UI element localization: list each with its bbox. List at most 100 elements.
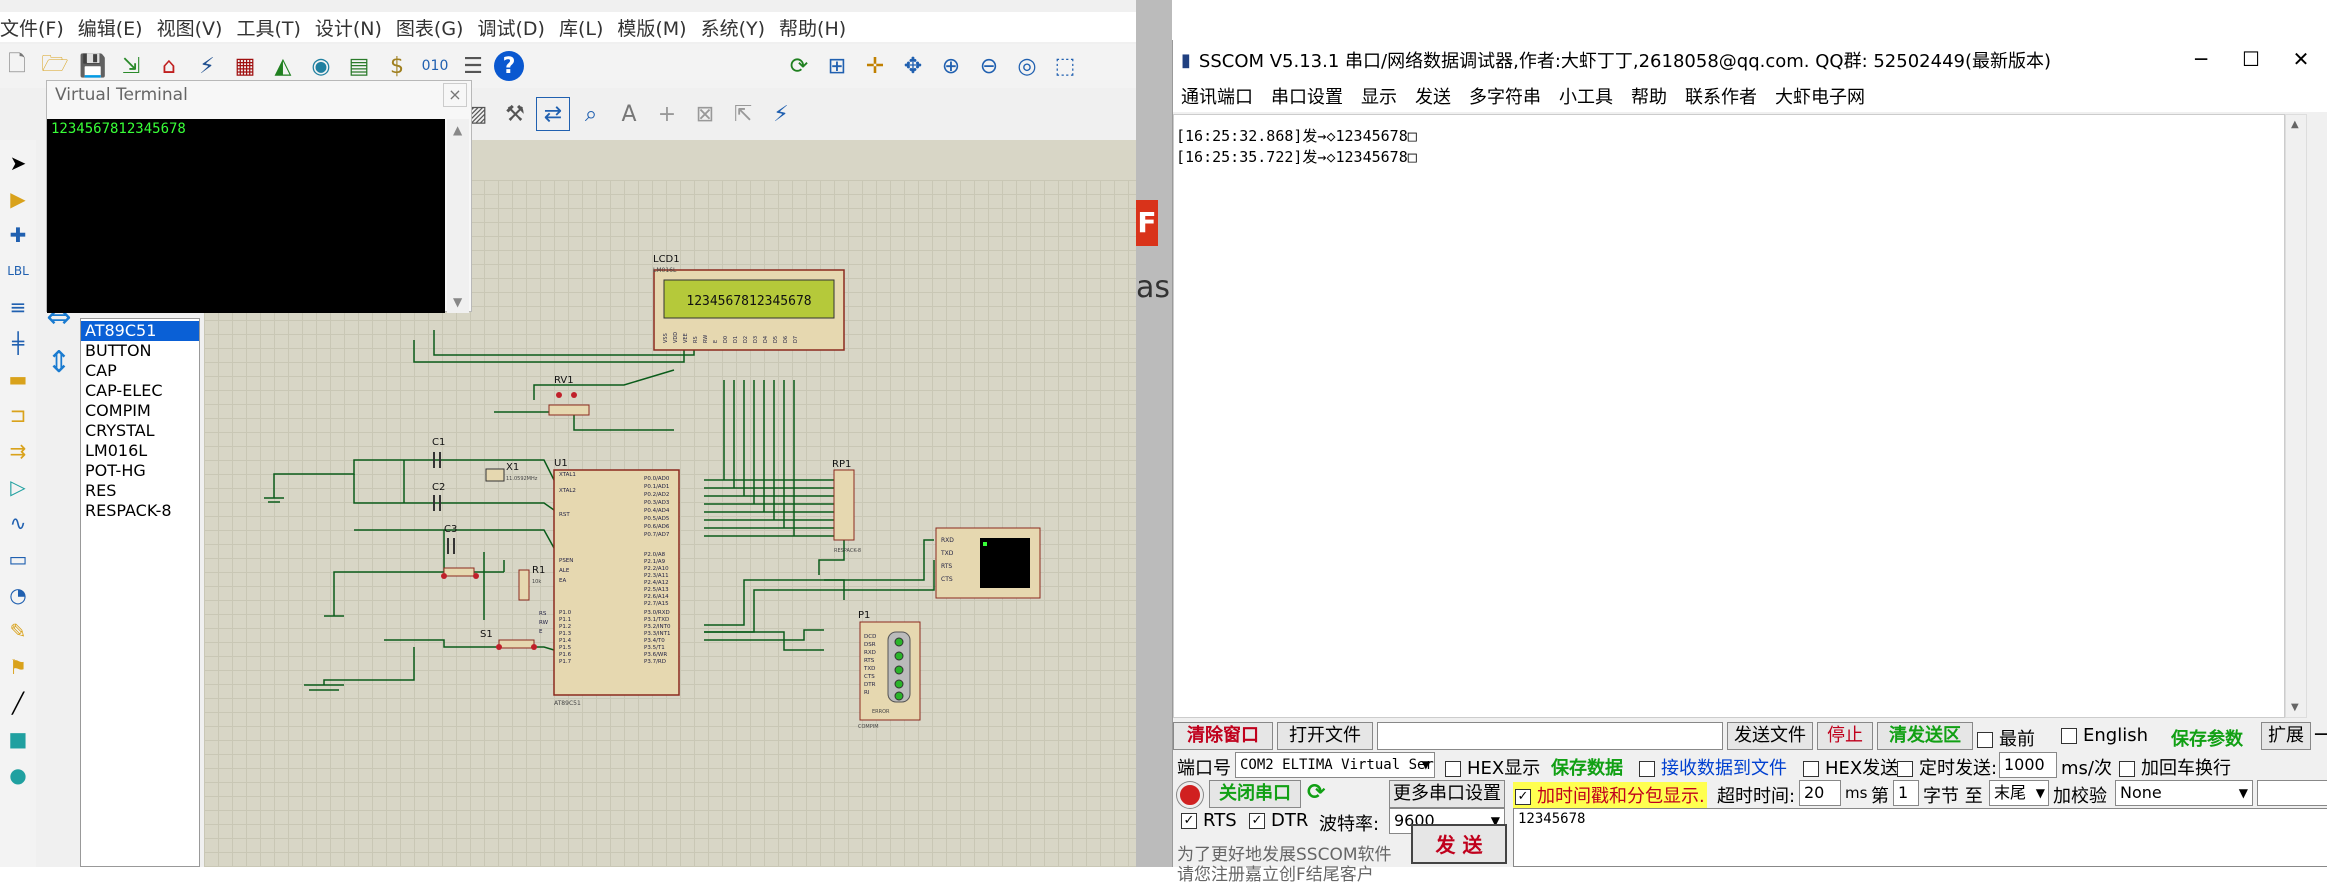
receive-area[interactable]: [16:25:32.868]发→◇12345678□ [16:25:35.722… <box>1173 114 2285 718</box>
recv-to-file-checkbox[interactable]: 接收数据到文件 <box>1639 754 1787 780</box>
new-sheet-icon[interactable]: + <box>657 101 677 127</box>
pcb-icon[interactable]: ▦ <box>234 53 256 79</box>
label-mode-icon[interactable]: LBL <box>7 264 29 278</box>
s1-button[interactable]: S1 <box>480 629 537 650</box>
stop-button[interactable]: 停止 <box>1817 722 1873 750</box>
terminal-icon[interactable]: ⊐ <box>9 403 27 427</box>
english-checkbox[interactable]: English <box>2061 725 2148 746</box>
scroll-down-icon[interactable]: ▼ <box>2291 702 2299 713</box>
schematic-icon[interactable]: ⚡ <box>199 53 215 79</box>
scroll-down-icon[interactable]: ▼ <box>453 295 463 309</box>
menu-edit[interactable]: 编辑(E) <box>77 17 143 40</box>
device-item[interactable]: CRYSTAL <box>85 421 155 440</box>
tape-recorder-icon[interactable]: ∿ <box>9 511 27 535</box>
clear-window-button[interactable]: 清除窗口 <box>1173 722 1273 750</box>
crystal-circuit[interactable]: C1 C2 X1 11.0592MHz C3 <box>432 437 538 554</box>
open-folder-icon[interactable]: 🗁 <box>41 52 69 77</box>
r1-resistor[interactable]: R1 10k <box>518 565 545 601</box>
junction-icon[interactable]: ✚ <box>9 223 27 247</box>
select-mode-icon[interactable]: ➤ <box>9 151 27 175</box>
menu-tools[interactable]: 工具(T) <box>236 17 301 40</box>
device-item[interactable]: BUTTON <box>85 341 152 360</box>
scroll-up-icon[interactable]: ▲ <box>453 123 463 137</box>
menu-website[interactable]: 大虾电子网 <box>1775 87 1865 108</box>
text-script-icon[interactable]: ≡ <box>9 295 27 319</box>
receive-scrollbar[interactable]: ▲ ▼ <box>2285 114 2307 718</box>
zoom-in-icon[interactable]: ⊕ <box>941 53 961 79</box>
timeout-input[interactable]: 20 <box>1799 780 1841 806</box>
cost-icon[interactable]: $ <box>390 53 404 79</box>
port-select[interactable]: COM2 ELTIMA Virtual Serial▼ <box>1235 752 1435 778</box>
zoom-out-icon[interactable]: ⊖ <box>979 53 999 79</box>
home-icon[interactable]: ⌂ <box>162 53 176 79</box>
source-code-icon[interactable]: 010 <box>421 58 449 74</box>
refresh-icon[interactable]: ⟳ <box>789 53 809 79</box>
scroll-up-icon[interactable]: ▲ <box>2291 119 2299 130</box>
pan-icon[interactable]: ✥ <box>903 53 923 79</box>
refresh-icon[interactable]: ⟳ <box>1307 780 1326 805</box>
device-item[interactable]: RESPACK-8 <box>85 501 172 520</box>
device-item[interactable]: LM016L <box>85 441 148 460</box>
bom-icon[interactable]: ▤ <box>348 53 370 79</box>
page-input[interactable]: 1 <box>1893 780 1919 806</box>
more-settings-button[interactable]: 更多串口设置 <box>1389 780 1505 808</box>
collapse-icon[interactable]: ─ <box>2315 722 2327 746</box>
timestamp-checkbox[interactable]: ✓加时间戳和分包显示. <box>1513 782 1707 808</box>
menu-graph[interactable]: 图表(G) <box>395 17 464 40</box>
rp1-resistor-pack[interactable]: RP1 RESPACK-8 <box>832 459 861 554</box>
instrument-icon[interactable]: ⚑ <box>9 655 27 679</box>
notes-icon[interactable]: ☰ <box>463 53 483 79</box>
extra-input[interactable] <box>2257 780 2327 806</box>
close-icon[interactable]: ✕ <box>2292 47 2310 71</box>
menu-help[interactable]: 帮助(H) <box>779 17 847 40</box>
reset-button[interactable] <box>441 567 479 579</box>
import-icon[interactable]: ⇲ <box>121 53 141 79</box>
expand-button[interactable]: 扩展 <box>2261 722 2311 750</box>
box-icon[interactable]: ■ <box>8 727 28 751</box>
device-pin-icon[interactable]: ⇉ <box>9 439 27 463</box>
zoom-all-icon[interactable]: ◎ <box>1017 53 1037 79</box>
rts-checkbox[interactable]: ✓RTS <box>1181 810 1237 831</box>
search-parts-icon[interactable]: ⌕ <box>584 101 598 127</box>
maximize-icon[interactable]: ☐ <box>2242 47 2260 71</box>
virtual-terminal-window[interactable]: Virtual Terminal × 1234567812345678 ▲ ▼ <box>46 80 472 313</box>
tail-select[interactable]: 末尾▼ <box>1989 780 2049 806</box>
goto-sheet-icon[interactable]: ⇱ <box>733 101 753 127</box>
wire-autoroute-icon[interactable]: ⇄ <box>536 97 570 131</box>
netlist-icon[interactable]: ⚡ <box>773 101 789 127</box>
checksum-select[interactable]: None▼ <box>2115 780 2253 806</box>
menu-file[interactable]: 文件(F) <box>0 17 64 40</box>
menu-view[interactable]: 视图(V) <box>156 17 223 40</box>
save-icon[interactable]: 💾 <box>79 53 107 79</box>
append-newline-checkbox[interactable]: 加回车换行 <box>2119 754 2231 780</box>
probe-icon[interactable]: ◔ <box>9 583 27 607</box>
menu-template[interactable]: 模版(M) <box>617 17 687 40</box>
file-path-input[interactable] <box>1377 722 1723 750</box>
menu-library[interactable]: 库(L) <box>558 17 604 40</box>
menu-help[interactable]: 帮助 <box>1631 87 1667 108</box>
close-port-button[interactable]: 关闭串口 <box>1209 780 1301 808</box>
circle-icon[interactable]: ● <box>9 763 27 787</box>
zoom-area-icon[interactable]: ⬚ <box>1054 53 1076 79</box>
device-item[interactable]: CAP-ELEC <box>85 381 163 400</box>
device-item[interactable]: RES <box>85 481 117 500</box>
minimize-icon[interactable]: ─ <box>2194 47 2208 71</box>
origin-icon[interactable]: ✛ <box>865 53 885 79</box>
send-file-button[interactable]: 发送文件 <box>1727 722 1813 750</box>
device-item[interactable]: CAP <box>85 361 117 380</box>
gerber-icon[interactable]: ◉ <box>311 53 331 79</box>
close-icon[interactable]: × <box>443 83 467 107</box>
menu-contact[interactable]: 联系作者 <box>1685 87 1757 108</box>
menu-display[interactable]: 显示 <box>1361 87 1397 108</box>
timed-send-checkbox[interactable]: 定时发送: <box>1897 754 1997 780</box>
topmost-checkbox[interactable]: 最前 <box>1977 725 2035 751</box>
component-mode-icon[interactable]: ▶ <box>10 187 26 211</box>
voltage-probe-icon[interactable]: ✎ <box>9 619 27 643</box>
device-item[interactable]: AT89C51 <box>81 321 199 341</box>
save-data-button[interactable]: 保存数据 <box>1551 758 1623 779</box>
property-tool-icon[interactable]: A <box>621 101 637 127</box>
hex-send-checkbox[interactable]: HEX发送 <box>1803 754 1898 780</box>
